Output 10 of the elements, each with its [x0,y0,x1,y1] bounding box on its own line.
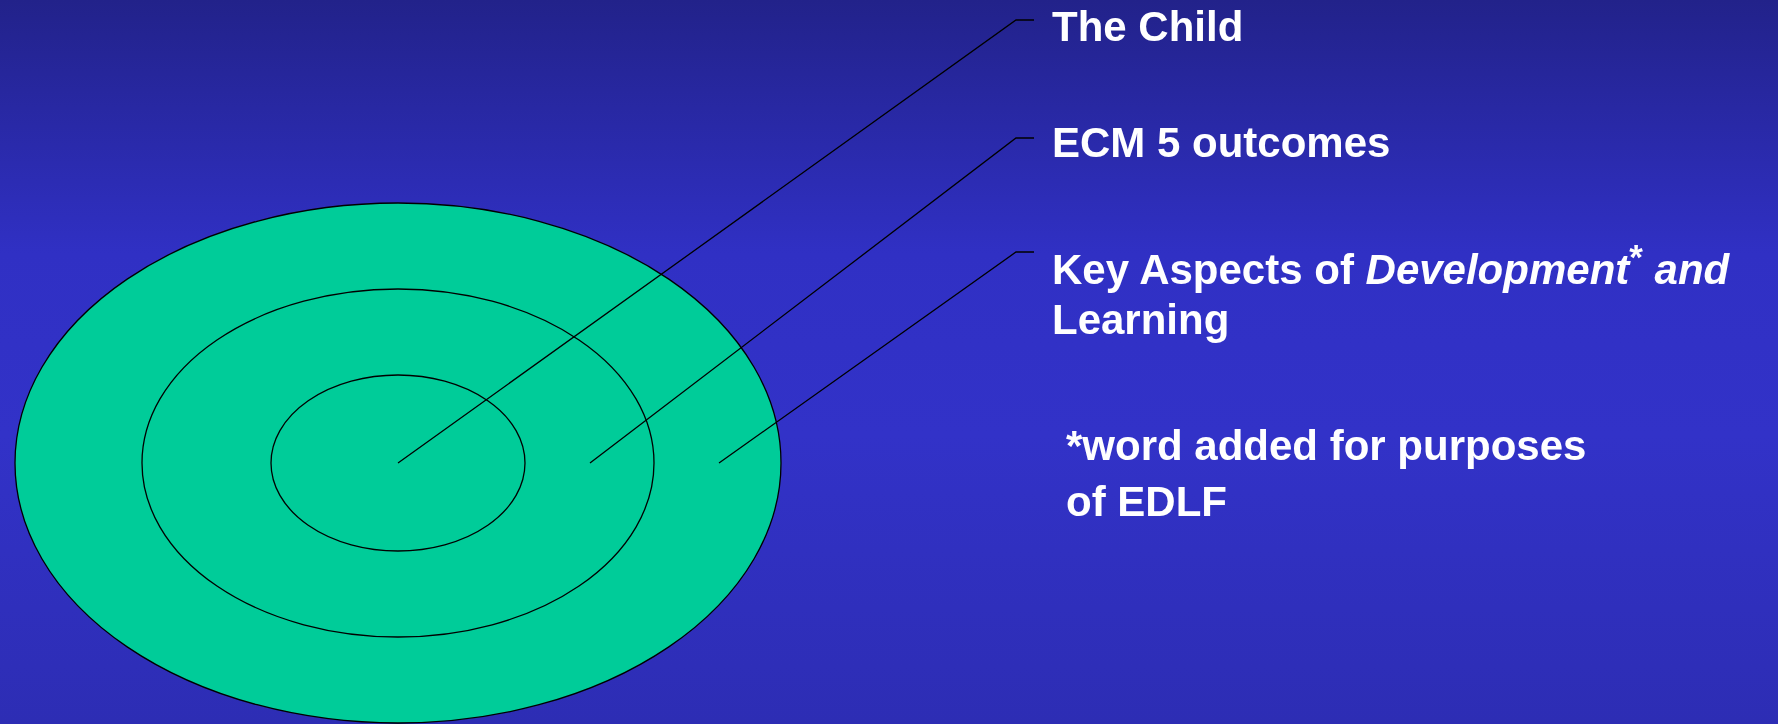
ring-ellipse [270,374,526,552]
ring-label: Key Aspects of Development$^{*}$ and Learning [1034,232,1734,345]
leader-line [718,251,1035,464]
leader-line [397,19,1035,464]
ring-ellipse [141,288,655,638]
ring-label: ECM 5 outcomes [1034,118,1734,168]
ring-ellipse [14,202,782,724]
leader-line [589,137,1035,464]
ring-label: The Child [1034,2,1734,52]
footnote: *word added for purposes of EDLF [1066,421,1588,527]
